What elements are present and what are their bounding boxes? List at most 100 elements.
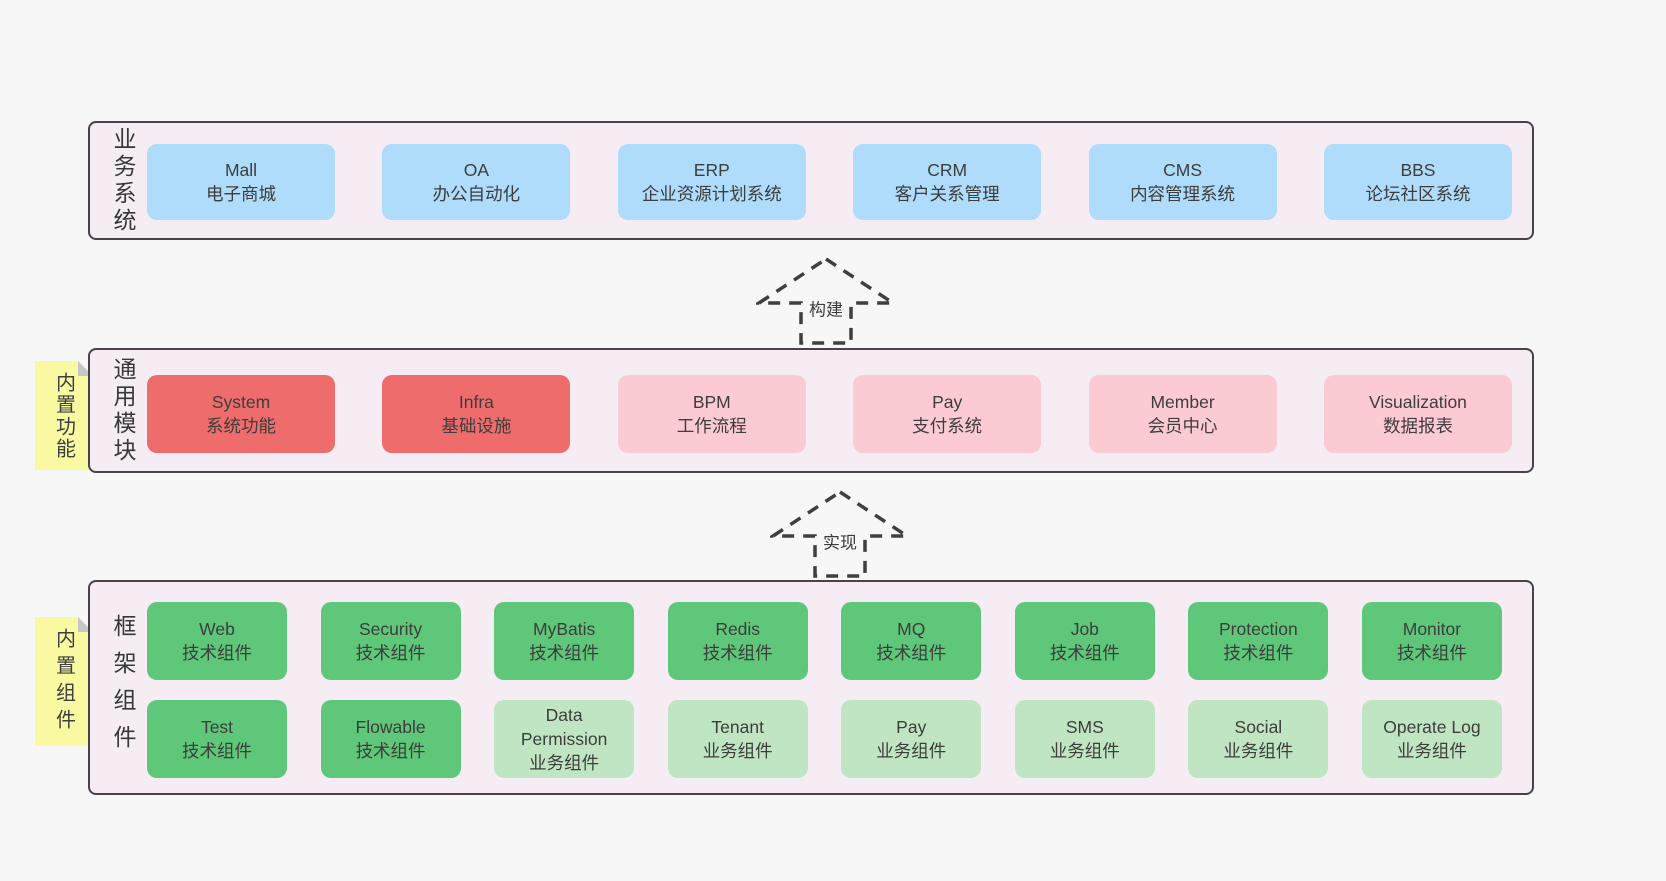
box-subtitle: 业务组件 xyxy=(1223,741,1294,761)
box-title: Test xyxy=(200,716,234,737)
box-subtitle: 技术组件 xyxy=(1396,643,1467,663)
box-title: Tenant xyxy=(711,716,764,737)
common-modules-label: 通用模块 xyxy=(110,356,136,465)
box-title: Monitor xyxy=(1402,618,1462,639)
box-title: Social xyxy=(1234,716,1283,737)
box-title: CMS xyxy=(1163,159,1202,180)
box-title: SMS xyxy=(1065,716,1104,737)
box-subtitle: 办公自动化 xyxy=(432,184,521,204)
box-subtitle: 系统功能 xyxy=(206,416,276,436)
box-system: System 系统功能 xyxy=(147,375,335,453)
box-title: MyBatis xyxy=(533,618,596,639)
build-arrow-label: 构建 xyxy=(806,295,846,321)
box-monitor: Monitor 技术组件 xyxy=(1361,602,1502,680)
box-subtitle: 技术组件 xyxy=(355,741,426,761)
box-title: Security xyxy=(358,618,423,639)
box-test: Test 技术组件 xyxy=(147,700,287,778)
box-subtitle: 技术组件 xyxy=(529,643,600,663)
box-mall: Mall 电子商城 xyxy=(147,144,335,220)
box-infra: Infra 基础设施 xyxy=(382,375,571,453)
box-subtitle: 业务组件 xyxy=(1396,741,1467,761)
box-title: Data Permission xyxy=(520,704,608,749)
box-subtitle: 技术组件 xyxy=(702,643,773,663)
box-protection: Protection 技术组件 xyxy=(1188,602,1329,680)
note-text: 内置组件 xyxy=(52,627,75,736)
box-web: Web 技术组件 xyxy=(147,602,287,680)
box-subtitle: 企业资源计划系统 xyxy=(641,184,782,204)
box-subtitle: 技术组件 xyxy=(355,643,426,663)
box-subtitle: 会员中心 xyxy=(1147,416,1218,436)
box-subtitle: 电子商城 xyxy=(206,184,276,204)
box-title: Mall xyxy=(224,159,258,180)
box-title: Pay xyxy=(932,391,963,412)
box-operate-log: Operate Log 业务组件 xyxy=(1361,700,1502,778)
box-title: MQ xyxy=(897,618,926,639)
box-data-permission: Data Permission 业务组件 xyxy=(494,700,635,778)
box-title: Flowable xyxy=(355,716,426,737)
note-text: 内置功能 xyxy=(52,371,75,460)
built-in-features-note: 内置功能 xyxy=(35,361,93,470)
box-title: Web xyxy=(199,618,235,639)
box-title: CRM xyxy=(927,159,968,180)
box-subtitle: 论坛社区系统 xyxy=(1365,184,1471,204)
box-cms: CMS 内容管理系统 xyxy=(1088,144,1277,220)
implement-arrow: 实现 xyxy=(770,489,910,579)
box-title: OA xyxy=(463,159,490,180)
box-subtitle: 技术组件 xyxy=(876,643,947,663)
implement-arrow-label: 实现 xyxy=(820,528,860,554)
box-visualization: Visualization 数据报表 xyxy=(1323,375,1512,453)
box-subtitle: 技术组件 xyxy=(1223,643,1294,663)
box-title: Operate Log xyxy=(1383,716,1481,737)
built-in-components-note: 内置组件 xyxy=(35,617,93,746)
box-subtitle: 技术组件 xyxy=(182,643,252,663)
box-mq: MQ 技术组件 xyxy=(841,602,982,680)
box-title: BBS xyxy=(1400,159,1436,180)
box-title: ERP xyxy=(693,159,730,180)
box-subtitle: 支付系统 xyxy=(912,416,983,436)
box-subtitle: 业务组件 xyxy=(702,741,773,761)
box-tenant: Tenant 业务组件 xyxy=(667,700,808,778)
box-mybatis: MyBatis 技术组件 xyxy=(494,602,635,680)
box-redis: Redis 技术组件 xyxy=(667,602,808,680)
box-title: Job xyxy=(1070,618,1099,639)
box-subtitle: 内容管理系统 xyxy=(1130,184,1236,204)
box-pay: Pay 业务组件 xyxy=(841,700,982,778)
box-subtitle: 数据报表 xyxy=(1382,416,1453,436)
framework-components-label: 框架组件 xyxy=(110,613,136,762)
box-subtitle: 业务组件 xyxy=(529,753,600,774)
box-title: System xyxy=(211,391,271,412)
build-arrow: 构建 xyxy=(756,256,896,346)
up-block-arrow-icon xyxy=(756,256,896,345)
box-title: BPM xyxy=(692,391,731,412)
box-security: Security 技术组件 xyxy=(320,602,461,680)
common-modules-panel: 通用模块 System 系统功能 Infra 基础设施 BPM 工作流程 Pay 支付系统 Me… xyxy=(88,348,1534,473)
box-subtitle: 业务组件 xyxy=(876,741,947,761)
box-title: Member xyxy=(1150,391,1215,412)
box-subtitle: 基础设施 xyxy=(441,416,512,436)
box-bbs: BBS 论坛社区系统 xyxy=(1323,144,1512,220)
box-title: Infra xyxy=(458,391,494,412)
common-modules-boxes: System 系统功能 Infra 基础设施 BPM 工作流程 Pay 支付系统 Member 会… xyxy=(147,375,1512,453)
box-subtitle: 工作流程 xyxy=(676,416,747,436)
box-bpm: BPM 工作流程 xyxy=(617,375,806,453)
box-title: Pay xyxy=(896,716,927,737)
box-title: Redis xyxy=(715,618,761,639)
box-subtitle: 技术组件 xyxy=(182,741,252,761)
box-oa: OA 办公自动化 xyxy=(382,144,571,220)
box-social: Social 业务组件 xyxy=(1188,700,1329,778)
box-erp: ERP 企业资源计划系统 xyxy=(617,144,806,220)
box-subtitle: 技术组件 xyxy=(1049,643,1120,663)
up-block-arrow-icon xyxy=(770,489,910,578)
business-systems-label: 业务系统 xyxy=(110,126,136,235)
box-flowable: Flowable 技术组件 xyxy=(320,700,461,778)
box-member: Member 会员中心 xyxy=(1088,375,1277,453)
box-title: Protection xyxy=(1218,618,1298,639)
box-title: Visualization xyxy=(1368,391,1467,412)
